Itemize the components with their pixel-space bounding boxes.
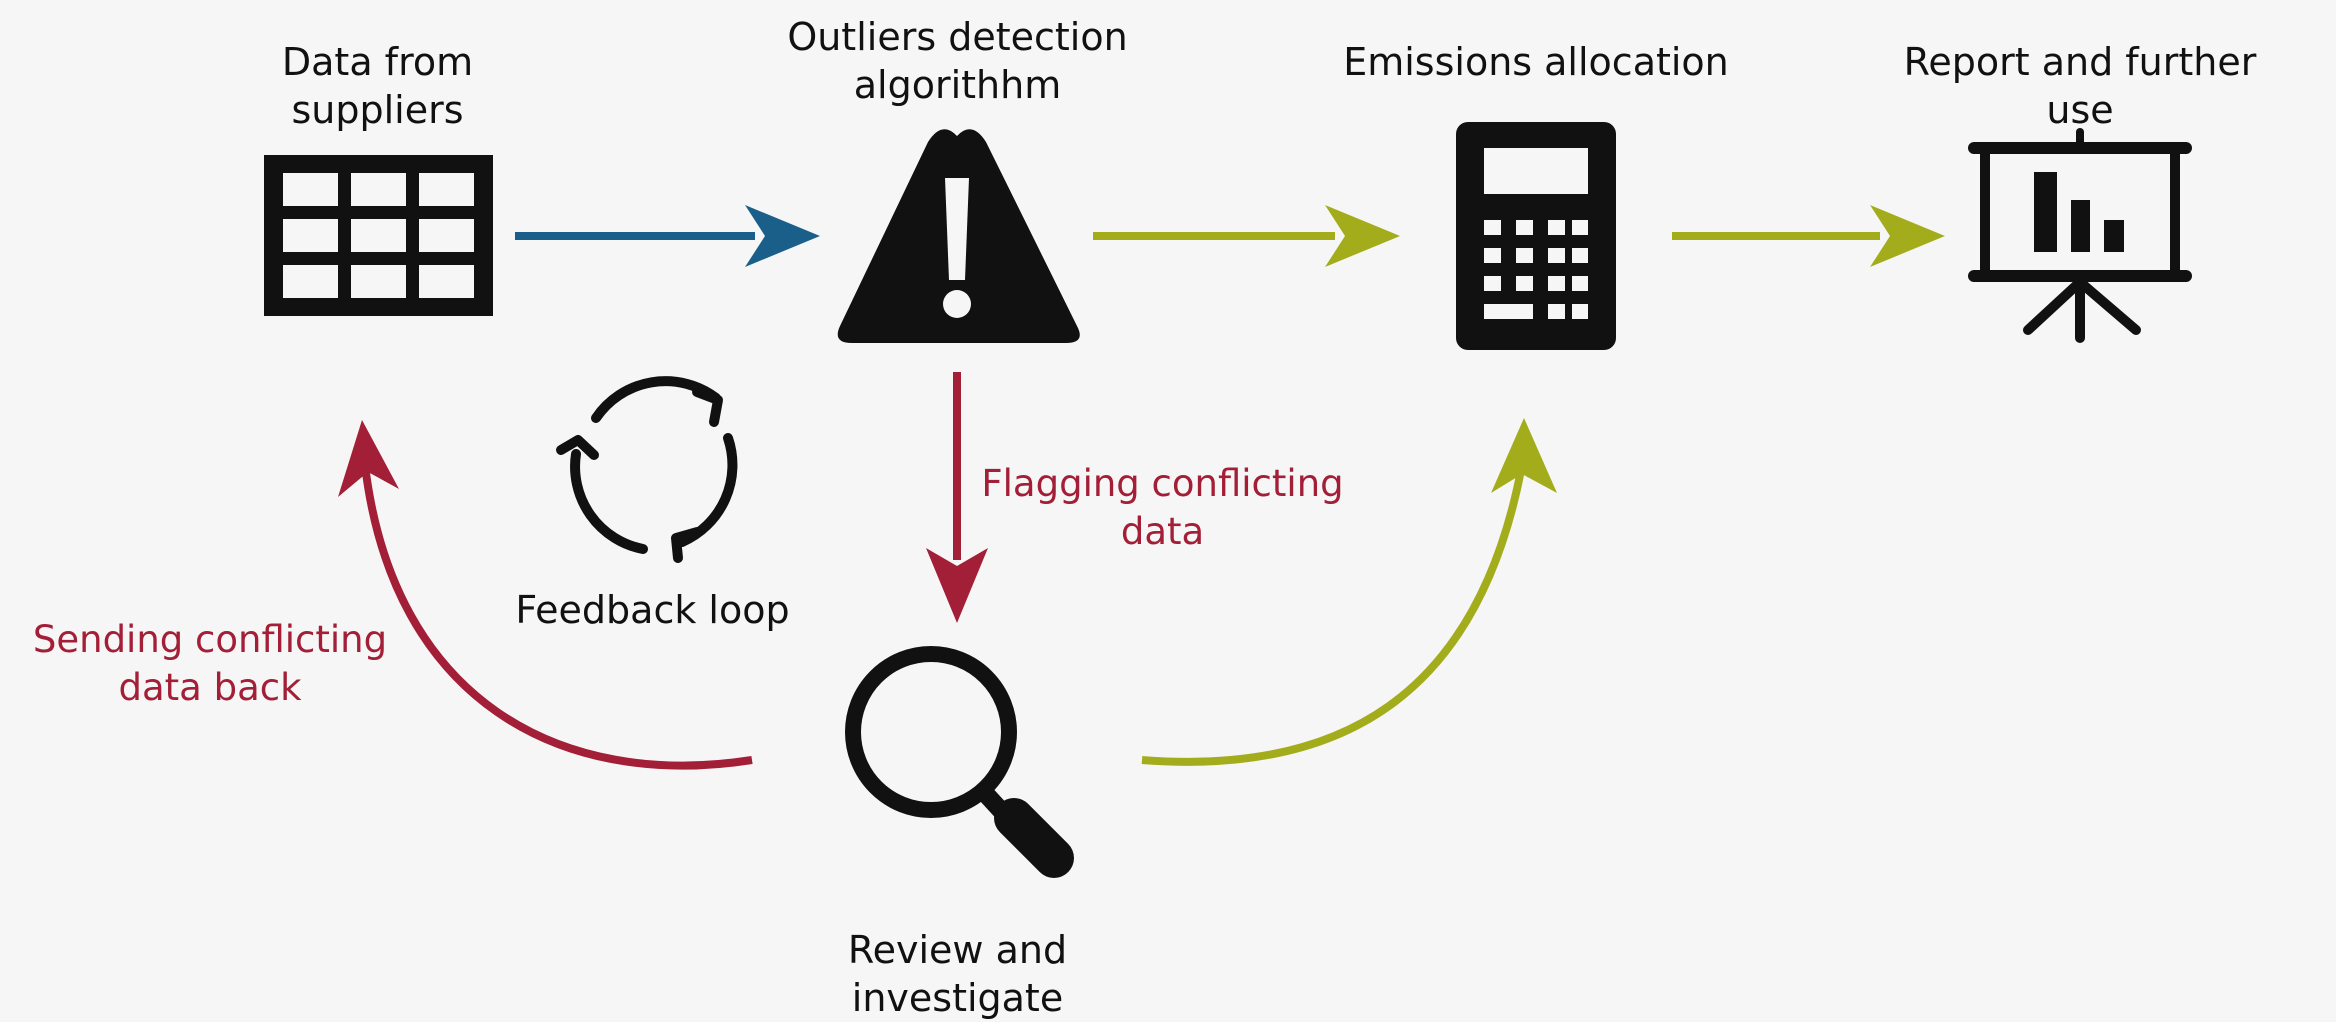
node-title-allocation-text: Emissions allocation bbox=[1343, 40, 1729, 84]
arrow-outliers-to-allocation bbox=[1093, 205, 1400, 267]
warning-triangle-icon bbox=[837, 129, 1080, 343]
edge-label-flagging-line2: data bbox=[1120, 510, 1205, 553]
node-title-review-text: Review and investigate bbox=[847, 928, 1068, 1020]
edge-label-sending-line2: data back bbox=[118, 666, 302, 709]
node-title-report: Report and further use bbox=[1870, 38, 2290, 134]
arrow-outliers-to-review bbox=[926, 372, 988, 623]
arrow-review-to-suppliers bbox=[338, 420, 753, 770]
edge-label-flagging: Flagging conflicting data bbox=[975, 460, 1350, 556]
node-title-suppliers-text: Data from suppliers bbox=[281, 40, 474, 132]
feedback-loop-label-text: Feedback loop bbox=[515, 588, 790, 632]
node-title-outliers: Outliers detection algorithhm bbox=[770, 13, 1145, 109]
node-title-allocation: Emissions allocation bbox=[1336, 38, 1736, 86]
arrow-suppliers-to-outliers bbox=[515, 205, 820, 267]
diagram-graphics bbox=[264, 122, 2192, 878]
magnifying-glass-icon bbox=[845, 646, 1074, 878]
node-title-outliers-line2: algorithhm bbox=[853, 63, 1062, 107]
diagram-canvas: Data from suppliers Outliers detection a… bbox=[30, 13, 2290, 1020]
arrow-review-to-allocation bbox=[1141, 418, 1557, 766]
table-grid-icon bbox=[264, 155, 493, 316]
node-title-suppliers: Data from suppliers bbox=[190, 38, 565, 134]
node-title-review: Review and investigate bbox=[740, 926, 1175, 1022]
node-title-outliers-line1: Outliers detection bbox=[787, 15, 1128, 59]
edge-label-sending: Sending conflicting data back bbox=[30, 616, 390, 712]
edge-label-flagging-line1: Flagging conflicting bbox=[981, 462, 1344, 505]
feedback-loop-label: Feedback loop bbox=[500, 586, 805, 634]
arrow-allocation-to-report bbox=[1672, 205, 1945, 267]
calculator-icon bbox=[1456, 122, 1616, 350]
edge-label-sending-line1: Sending conflicting bbox=[32, 618, 388, 661]
cycle-arrows-icon bbox=[556, 376, 738, 563]
presentation-board-icon bbox=[1968, 128, 2192, 343]
node-title-report-text: Report and further use bbox=[1903, 40, 2257, 132]
